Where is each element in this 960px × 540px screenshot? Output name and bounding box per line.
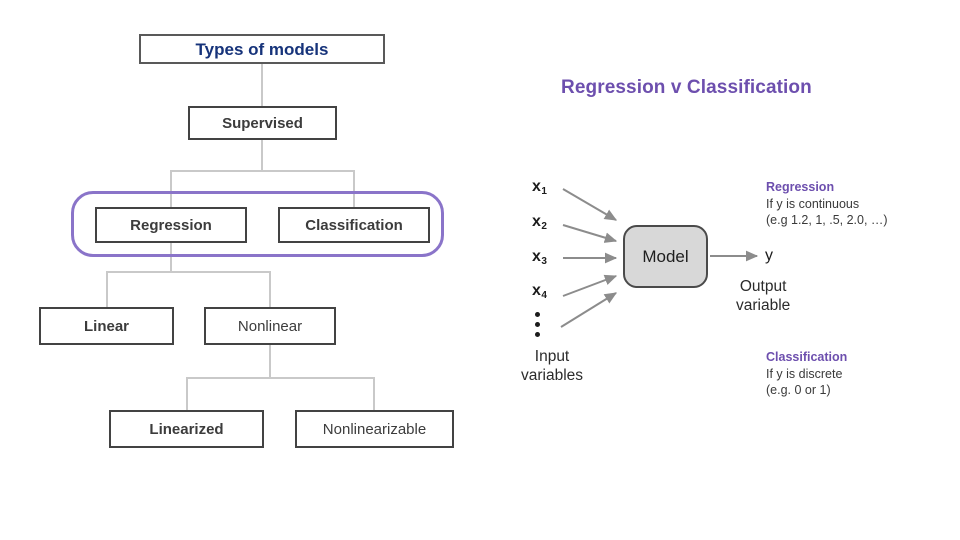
dot: [535, 312, 540, 317]
arrow-x4-to-model: [562, 274, 618, 297]
output-variable-caption: Output variable: [736, 278, 790, 316]
tree-node-types-of-models[interactable]: Types of models: [139, 34, 385, 64]
input-subscript: 1: [541, 186, 547, 197]
input-variable-x1: x1: [532, 178, 547, 197]
note-classification: Classification If y is discrete (e.g. 0 …: [766, 349, 847, 399]
input-variables-caption: Input variables: [521, 348, 583, 386]
model-label: Model: [642, 246, 689, 266]
output-symbol-y: y: [765, 247, 773, 264]
note-regression-line1: If y is continuous: [766, 196, 860, 211]
tree-node-nonlinearizable[interactable]: Nonlinearizable: [295, 410, 454, 448]
tree-node-label: Nonlinearizable: [322, 420, 427, 438]
connector-to-linear: [106, 271, 108, 307]
input-variable-x3: x3: [532, 248, 547, 267]
input-variable-x4: x4: [532, 282, 547, 301]
note-classification-heading: Classification: [766, 350, 848, 364]
connector-nonlinear-span: [186, 377, 374, 379]
highlight-capsule-regression-classification: [71, 191, 444, 257]
connector-to-linearized: [186, 377, 188, 410]
connector-nonlinear-drop: [269, 344, 271, 377]
arrow-x2-to-model: [562, 224, 618, 243]
note-regression-line2: (e.g 1.2, 1, .5, 2.0, …): [766, 213, 888, 227]
dot: [535, 332, 540, 337]
tree-node-supervised[interactable]: Supervised: [188, 106, 337, 140]
note-classification-line2: (e.g. 0 or 1): [766, 383, 831, 397]
connector-regression-span: [106, 271, 271, 273]
tree-node-classification[interactable]: Classification: [278, 207, 430, 243]
arrow-dots-to-model: [560, 292, 618, 328]
input-variables-caption-line1: Input: [534, 348, 570, 365]
output-variable-caption-line2: variable: [736, 296, 791, 314]
input-base: x: [532, 178, 541, 195]
tree-node-regression[interactable]: Regression: [95, 207, 247, 243]
input-variables-caption-line2: variables: [521, 366, 584, 384]
input-base: x: [532, 248, 541, 265]
connector-to-classification: [353, 170, 355, 208]
input-subscript: 4: [541, 290, 547, 301]
dot: [535, 322, 540, 327]
tree-node-label: Types of models: [195, 39, 329, 59]
connector-root-to-supervised: [261, 62, 263, 108]
input-subscript: 3: [541, 256, 547, 267]
connector-to-regression: [170, 170, 172, 208]
input-base: x: [532, 282, 541, 299]
input-ellipsis-dots: [535, 312, 540, 337]
tree-node-label: Classification: [305, 216, 403, 234]
note-classification-line1: If y is discrete: [766, 366, 843, 381]
input-variable-x2: x2: [532, 213, 547, 232]
input-subscript: 2: [541, 221, 547, 232]
output-variable-caption-line1: Output: [739, 278, 787, 295]
tree-node-label: Linear: [83, 317, 129, 335]
tree-node-label: Regression: [130, 216, 212, 234]
tree-node-linearized[interactable]: Linearized: [109, 410, 264, 448]
note-regression-heading: Regression: [766, 180, 835, 194]
model-box[interactable]: Model: [623, 225, 708, 288]
tree-node-linear[interactable]: Linear: [39, 307, 174, 345]
tree-node-label: Supervised: [222, 114, 303, 132]
connector-supervised-span: [170, 170, 353, 172]
connector-to-nonlinear: [269, 271, 271, 307]
arrow-x1-to-model: [562, 188, 618, 221]
note-regression: Regression If y is continuous (e.g 1.2, …: [766, 179, 888, 229]
tree-node-nonlinear[interactable]: Nonlinear: [204, 307, 336, 345]
tree-node-label: Nonlinear: [237, 317, 303, 335]
panel-title: Regression v Classification: [561, 77, 812, 98]
tree-node-label: Linearized: [149, 420, 224, 438]
connector-supervised-drop: [261, 138, 263, 170]
input-base: x: [532, 213, 541, 230]
connector-to-nonlinearizable: [373, 377, 375, 410]
